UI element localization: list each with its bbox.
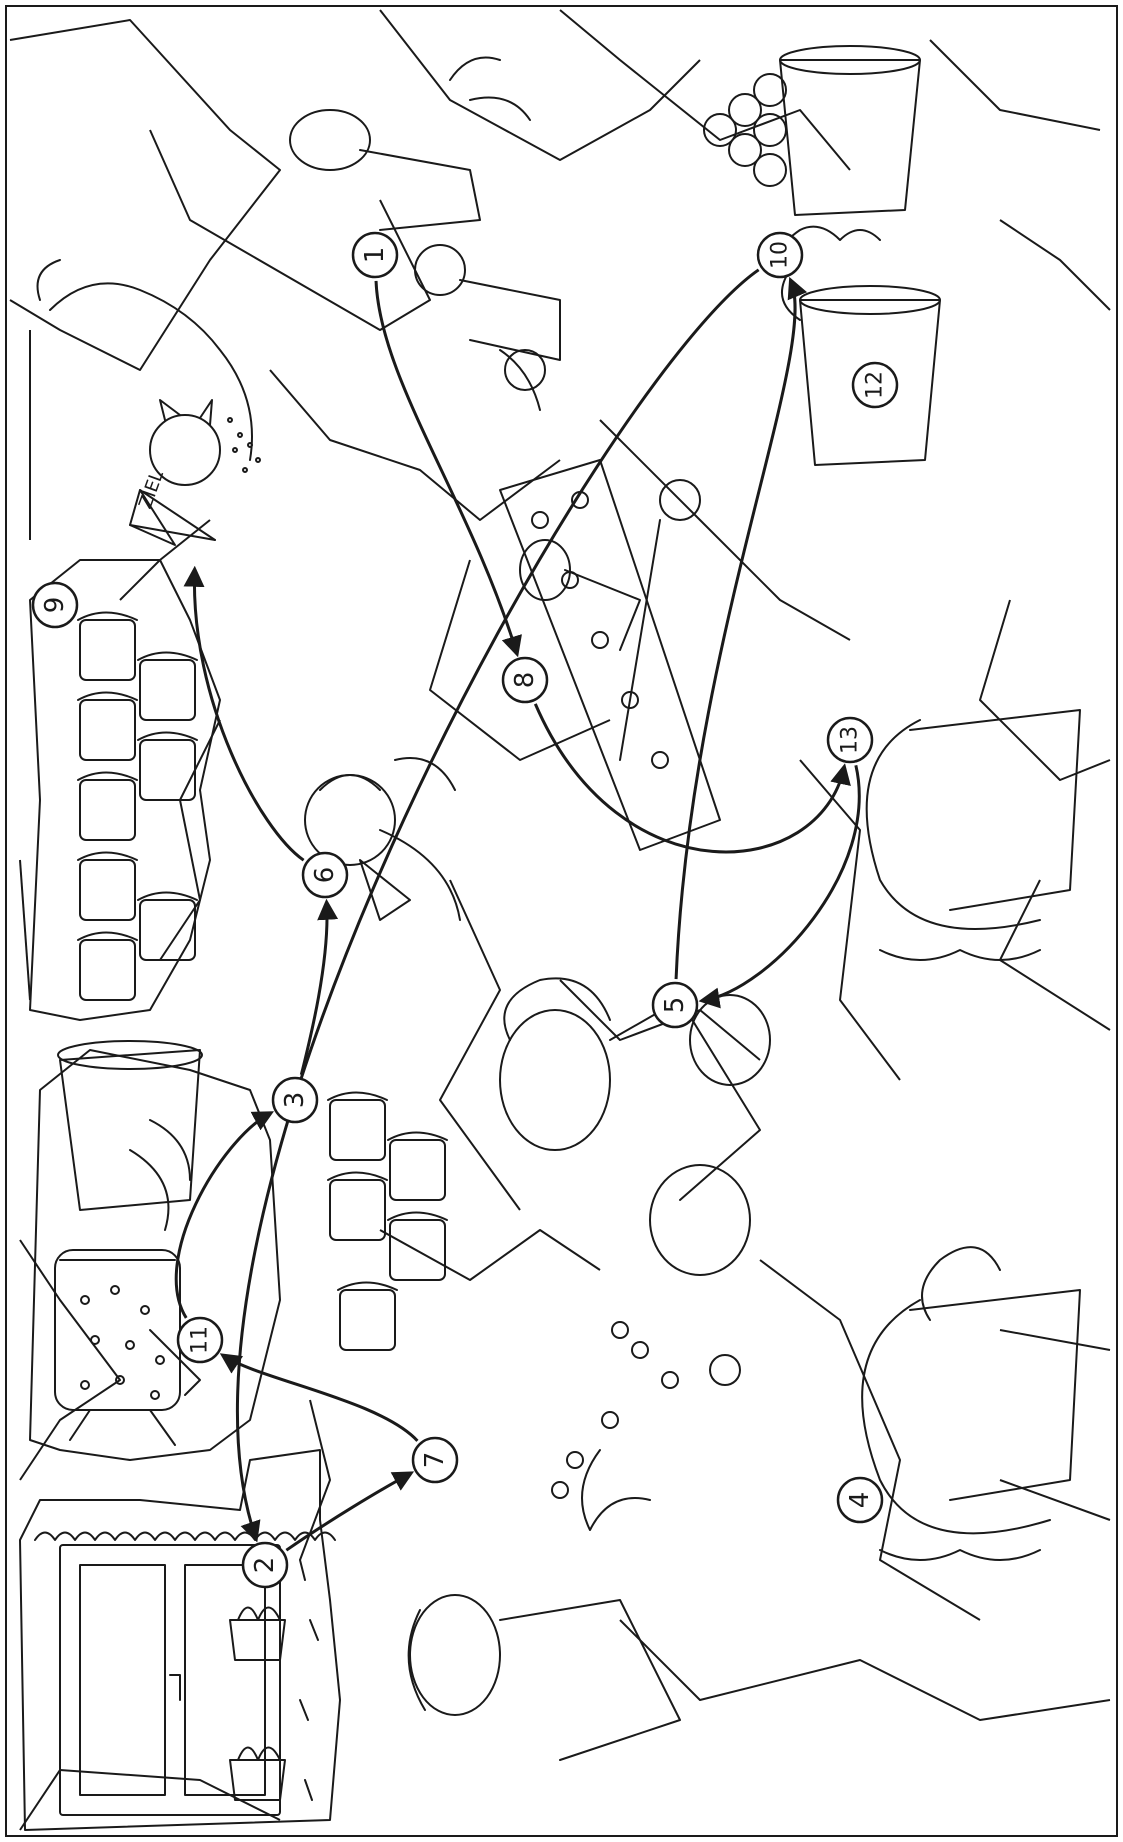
station-circle — [501, 656, 549, 704]
farmer-icon — [499, 977, 771, 1276]
cauliflower-bowl-icon — [781, 225, 941, 466]
station-number: 5 — [660, 997, 690, 1014]
arrow-11-to-3 — [174, 1111, 274, 1319]
cat-icon — [36, 259, 261, 486]
station-circle — [756, 231, 804, 279]
arrow-1-to-8 — [374, 280, 522, 658]
station-5: 5 — [651, 981, 699, 1029]
arrow-5-to-10 — [674, 276, 808, 980]
station-13: 13 — [826, 716, 874, 764]
station-number: 3 — [280, 1092, 310, 1109]
station-9: 9 — [31, 581, 79, 629]
flower-border — [34, 1531, 336, 1801]
station-8: 8 — [501, 656, 549, 704]
station-number: 10 — [768, 241, 793, 269]
station-circle — [651, 981, 699, 1029]
jam-jar-icon — [77, 611, 198, 1001]
station-circle — [826, 716, 874, 764]
finish-flag — [129, 489, 216, 546]
arrow-6-to-ZIEL — [183, 565, 305, 862]
bowl-icon — [57, 1040, 203, 1231]
station-number: 9 — [40, 597, 70, 614]
arrow-8-to-13 — [533, 703, 851, 854]
blanket-icon — [499, 459, 721, 851]
station-circle — [31, 581, 79, 629]
station-11: 11 — [176, 1316, 224, 1364]
door-icon — [59, 1544, 281, 1816]
terrain-outlines — [9, 9, 1111, 1831]
station-number: 6 — [310, 867, 340, 884]
arrow-7-to-11 — [219, 1353, 419, 1442]
station-number: 1 — [360, 247, 390, 264]
basket-icon-right — [865, 709, 1081, 961]
station-number: 12 — [863, 371, 888, 399]
station-number: 4 — [845, 1492, 875, 1509]
station-12: 12 — [851, 361, 899, 409]
boy-icon — [289, 56, 531, 231]
station-number: 11 — [188, 1326, 213, 1354]
station-3: 3 — [271, 1076, 319, 1124]
station-circle — [271, 1076, 319, 1124]
children-icon — [414, 244, 561, 411]
arrow-13-to-5 — [698, 764, 861, 1009]
connection-arrows — [174, 268, 861, 1552]
station-circle — [301, 851, 349, 899]
basket-icon — [861, 1246, 1081, 1561]
station-number: 7 — [420, 1452, 450, 1469]
station-4: 4 — [836, 1476, 884, 1524]
station-number: 13 — [838, 726, 863, 754]
gardener-icon — [407, 1321, 741, 1761]
board-frame — [5, 5, 1118, 1837]
station-6: 6 — [301, 851, 349, 899]
station-7: 7 — [411, 1436, 459, 1484]
station-circle — [351, 231, 399, 279]
arrow-2-to-7 — [285, 1471, 415, 1552]
station-number: 8 — [510, 672, 540, 689]
side-areas — [19, 330, 341, 1831]
station-circle — [851, 361, 899, 409]
apple-bowl-icon — [703, 45, 921, 216]
station-number: 2 — [250, 1557, 280, 1574]
station-2: 2 — [241, 1541, 289, 1589]
arrow-3-to-6 — [299, 898, 339, 1076]
station-circle — [836, 1476, 884, 1524]
flower-pot-icon — [229, 1606, 286, 1801]
station-10: 10 — [756, 231, 804, 279]
jam-jar-icon-center — [327, 1091, 448, 1351]
station-circle — [411, 1436, 459, 1484]
station-circle — [176, 1316, 224, 1364]
station-circle — [241, 1541, 289, 1589]
station-1: 1 — [351, 231, 399, 279]
